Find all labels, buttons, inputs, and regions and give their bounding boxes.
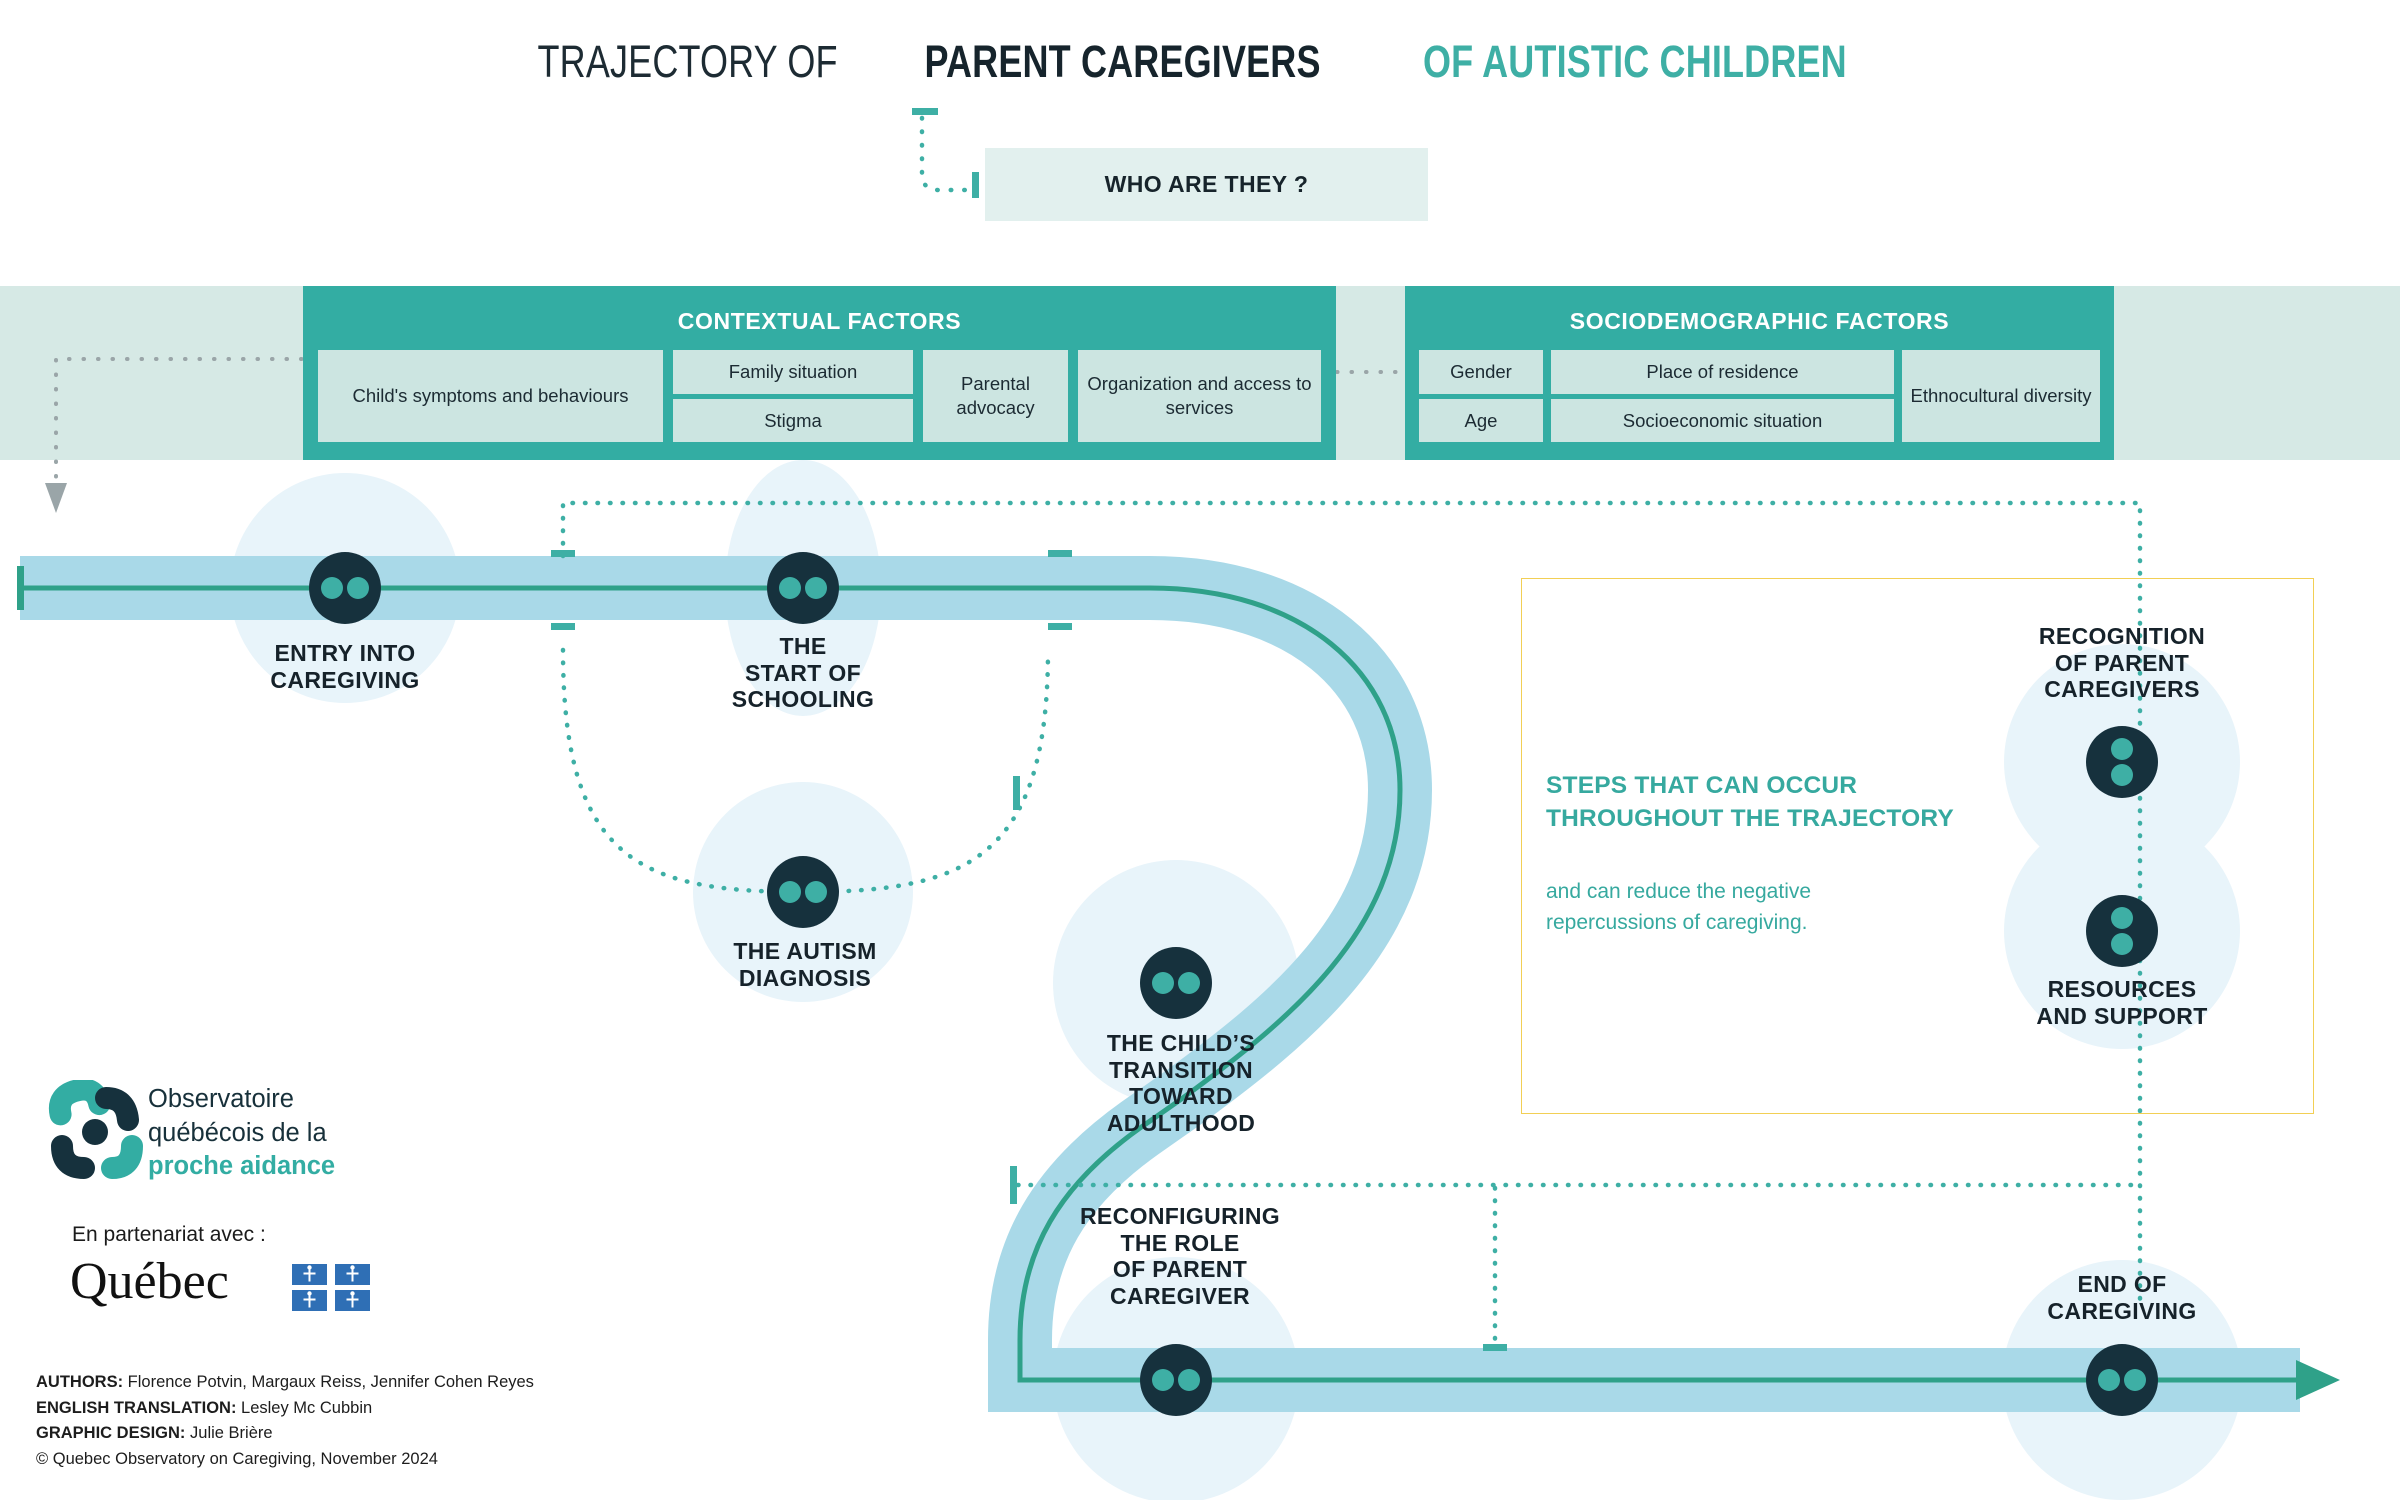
factors-bridge-dots: [1335, 370, 1415, 374]
credits-translation: ENGLISH TRANSLATION: Lesley Mc Cubbin: [36, 1396, 736, 1422]
credits-authors-value: Florence Potvin, Margaux Reiss, Jennifer…: [123, 1373, 534, 1391]
who-connector-top-tick: [912, 108, 938, 115]
dotted-bottom-cap: [1010, 1166, 1017, 1204]
sociodemographic-factors-panel: SOCIODEMOGRAPHIC FACTORS Gender Age Plac…: [1405, 286, 2114, 460]
label-start-of-schooling: THE START OF SCHOOLING: [731, 633, 875, 713]
page-title: TRAJECTORY OF PARENT CAREGIVERS OF AUTIS…: [0, 36, 2400, 88]
chip-stigma[interactable]: Stigma: [673, 399, 913, 442]
quebec-logo: Québec: [70, 1253, 370, 1320]
chip-socioeconomic-situation[interactable]: Socioeconomic situation: [1551, 399, 1894, 442]
logo-line-1: Observatoire: [148, 1085, 294, 1113]
node-start-of-schooling[interactable]: [767, 552, 839, 624]
label-end-of-caregiving: END OF CAREGIVING: [2047, 1271, 2197, 1324]
quebec-wordmark: Québec: [70, 1253, 229, 1310]
dotted-bottom-branch-tick: [1483, 1344, 1507, 1351]
dotted-top-tick-b: [551, 623, 575, 630]
dotted-top-tick-c: [1048, 550, 1072, 557]
credits-design: GRAPHIC DESIGN: Julie Brière: [36, 1421, 736, 1447]
chip-gender[interactable]: Gender: [1419, 350, 1543, 394]
contextual-factors-panel: CONTEXTUAL FACTORS Child's symptoms and …: [303, 286, 1336, 460]
credits-translation-value: Lesley Mc Cubbin: [236, 1398, 373, 1417]
dotted-left-tick: [1013, 776, 1020, 810]
credits-translation-label: ENGLISH TRANSLATION:: [36, 1398, 237, 1417]
credits-design-value: Julie Brière: [185, 1424, 273, 1443]
chip-family-situation[interactable]: Family situation: [673, 350, 913, 394]
chip-childs-symptoms[interactable]: Child's symptoms and behaviours: [318, 350, 663, 442]
credits-authors: AUTHORS: Florence Potvin, Margaux Reiss,…: [36, 1370, 736, 1396]
credits-authors-label: AUTHORS:: [36, 1373, 124, 1391]
credits-design-label: GRAPHIC DESIGN:: [36, 1424, 186, 1443]
credits-block: AUTHORS: Florence Potvin, Margaux Reiss,…: [36, 1370, 736, 1472]
page-title-part-3: OF AUTISTIC CHILDREN: [1423, 36, 1848, 87]
who-are-they-label: WHO ARE THEY ?: [1104, 171, 1309, 197]
node-resources-and-support[interactable]: [2086, 895, 2158, 967]
dotted-top-tick-a: [551, 550, 575, 557]
chip-ethnocultural-diversity[interactable]: Ethnocultural diversity: [1902, 350, 2100, 442]
sociodemographic-factors-title: SOCIODEMOGRAPHIC FACTORS: [1569, 308, 1950, 334]
steps-callout-heading: STEPS THAT CAN OCCUR THROUGHOUT THE TRAJ…: [1546, 772, 1954, 832]
node-end-of-caregiving[interactable]: [2086, 1344, 2158, 1416]
chip-age[interactable]: Age: [1419, 399, 1543, 442]
node-autism-diagnosis[interactable]: [767, 856, 839, 928]
chip-place-of-residence[interactable]: Place of residence: [1551, 350, 1894, 394]
who-are-they-box[interactable]: WHO ARE THEY ?: [985, 148, 1428, 221]
label-entry-into-caregiving: ENTRY INTO CAREGIVING: [270, 640, 420, 693]
who-connector-left-tick: [972, 172, 979, 198]
who-connector-dots: [919, 115, 980, 193]
node-recognition-of-parent-caregivers[interactable]: [2086, 726, 2158, 798]
node-childs-transition-toward-adulthood[interactable]: [1140, 947, 1212, 1019]
chip-organization-access[interactable]: Organization and access to services: [1078, 350, 1321, 442]
dotted-top-route: [560, 500, 2143, 1308]
observatoire-logo-icon: [48, 1080, 143, 1179]
observatoire-logo-text: Observatoire québécois de la proche aida…: [148, 1083, 335, 1184]
partner-label: En partenariat avec :: [72, 1223, 266, 1246]
label-reconfiguring-role-of-parent-caregiver: RECONFIGURING THE ROLE OF PARENT CAREGIV…: [1079, 1203, 1281, 1310]
logo-line-3: proche aidance: [148, 1152, 336, 1181]
page-title-part-2: PARENT CAREGIVERS: [924, 36, 1321, 87]
node-entry-into-caregiving[interactable]: [309, 552, 381, 624]
label-childs-transition-toward-adulthood: THE CHILD’S TRANSITION TOWARD ADULTHOOD: [1106, 1030, 1256, 1137]
label-recognition-of-parent-caregivers: RECOGNITION OF PARENT CAREGIVERS: [2038, 623, 2206, 703]
contextual-factors-title: CONTEXTUAL FACTORS: [677, 308, 962, 334]
credits-copyright: © Quebec Observatory on Caregiving, Nove…: [36, 1449, 438, 1468]
trajectory-track: [0, 460, 2340, 1500]
chip-parental-advocacy[interactable]: Parental advocacy: [923, 350, 1068, 442]
factors-to-track-arrow: [45, 357, 318, 513]
node-reconfiguring-role-of-parent-caregiver[interactable]: [1140, 1344, 1212, 1416]
label-autism-diagnosis: THE AUTISM DIAGNOSIS: [733, 938, 877, 991]
quebec-flag-icon: [292, 1264, 370, 1311]
label-resources-and-support: RESOURCES AND SUPPORT: [2036, 976, 2208, 1029]
steps-callout-subtext: and can reduce the negative repercussion…: [1546, 880, 1812, 934]
track-start-cap: [17, 566, 24, 610]
page-title-part-1: TRAJECTORY OF: [537, 36, 838, 87]
steps-callout-box: [1521, 578, 2314, 1114]
track-end-arrow: [2296, 1360, 2340, 1400]
logo-line-2: québécois de la: [148, 1118, 327, 1147]
dotted-top-tick-d: [1048, 623, 1072, 630]
